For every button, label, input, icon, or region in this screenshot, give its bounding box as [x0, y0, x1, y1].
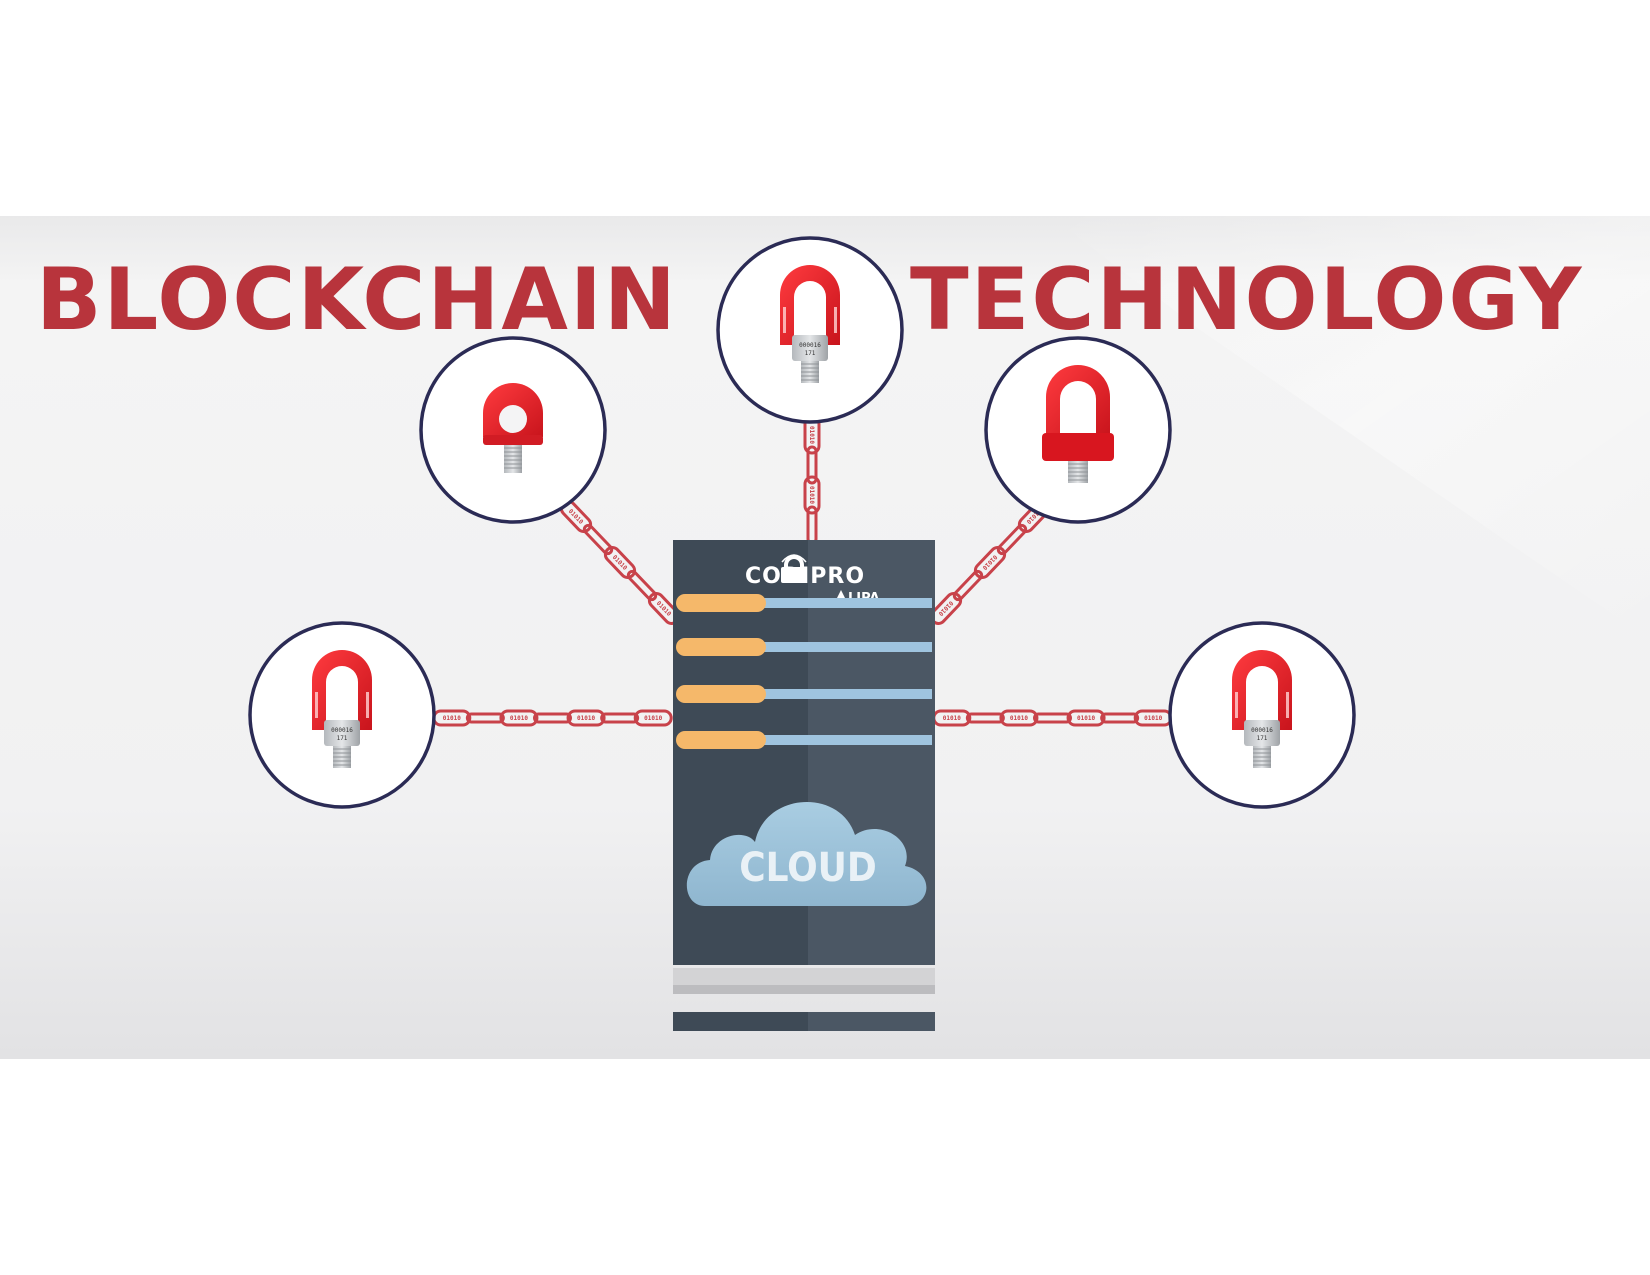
chain-binary: 01010: [510, 715, 528, 722]
chain-link: 01010: [603, 546, 637, 579]
lock-body: [781, 567, 807, 583]
slot-indicator: [676, 685, 766, 703]
ring-shackle: [312, 650, 372, 730]
chain-link: 01010: [1066, 709, 1106, 727]
ring-block: [1042, 433, 1114, 461]
server-slots: [676, 594, 932, 749]
slot-bar: [760, 689, 932, 699]
chain-binary: 01010: [644, 715, 662, 722]
device-tag-2: 171: [805, 350, 816, 357]
server-base-shadow: [673, 985, 935, 994]
chain-binary: 01010: [1144, 715, 1162, 722]
ring-shackle: [1046, 365, 1110, 437]
device-tag-2: 171: [337, 735, 348, 742]
device-node-upper-left: [419, 336, 607, 524]
bolt-head: [324, 720, 360, 746]
device-circle: [984, 336, 1172, 524]
swivel-hoist-ring-block-icon: [1042, 365, 1114, 483]
title-technology: TECHNOLOGY: [910, 250, 1583, 350]
chain-link: [626, 569, 658, 602]
bolt-head: [792, 335, 828, 361]
title-blockchain: BLOCKCHAIN: [36, 250, 678, 350]
slot-indicator: [676, 638, 766, 656]
chain-binary: 01010: [808, 426, 815, 444]
chain-link: 01010: [633, 709, 673, 727]
chains: 0101001010010100101001010010100101001010…: [432, 415, 1173, 727]
slot-indicator: [676, 731, 766, 749]
background-shine: [1050, 216, 1650, 640]
chain-binary: 01010: [577, 715, 595, 722]
ring-shackle: [1232, 650, 1292, 730]
slot-bar: [760, 598, 932, 608]
device-tag: 000016: [1251, 727, 1273, 734]
cloud-server: CODIPRO LIPA CLOUD: [673, 540, 935, 1031]
chain-link: 01010: [973, 546, 1007, 579]
chain-link: [806, 445, 818, 485]
chain-link: [996, 523, 1028, 556]
chain-link-group: 01010 01010 01010 01010: [432, 709, 673, 727]
slot-bar: [760, 642, 932, 652]
chain-link: [952, 569, 984, 602]
lifting-eye-icon: [483, 383, 543, 473]
lock-icon: [784, 555, 804, 569]
cloud-label: CLOUD: [739, 845, 877, 891]
slot-bar: [760, 735, 932, 745]
bolt-head: [1244, 720, 1280, 746]
ring-shackle: [780, 265, 840, 345]
chain-link: [582, 523, 614, 556]
chain-link: [965, 712, 1005, 724]
chain-link: 01010: [566, 709, 606, 727]
codipro-brand: CODIPRO: [745, 564, 865, 589]
chain-binary: 01010: [1077, 715, 1095, 722]
device-tag-2: 171: [1257, 735, 1268, 742]
chain-link: [1033, 712, 1072, 724]
device-tag: 000016: [331, 727, 353, 734]
chain-link: 01010: [999, 709, 1039, 727]
chain-link: [465, 712, 505, 724]
chain-binary: 01010: [943, 715, 961, 722]
server-foot-right: [808, 1012, 935, 1031]
chain-link: 01010: [803, 475, 821, 515]
device-circle: [1168, 621, 1356, 809]
chain-link: [1100, 712, 1140, 724]
bolt-thread: [504, 445, 522, 473]
chain-binary: 01010: [443, 715, 461, 722]
chain-link-group: 01010 01010 01010 01010: [932, 709, 1173, 727]
device-circle: [248, 621, 436, 809]
cloud-icon: CLOUD: [686, 802, 927, 906]
slot-indicator: [676, 594, 766, 612]
device-tag: 000016: [799, 342, 821, 349]
logo-arc: [781, 554, 807, 563]
chain-binary: 01010: [808, 486, 815, 504]
chain-link: [600, 712, 640, 724]
chain-binary: 01010: [1010, 715, 1028, 722]
device-node-upper-right: [984, 336, 1172, 524]
chain-link: 01010: [499, 709, 539, 727]
chain-link: [533, 712, 572, 724]
device-circle: [716, 236, 904, 424]
